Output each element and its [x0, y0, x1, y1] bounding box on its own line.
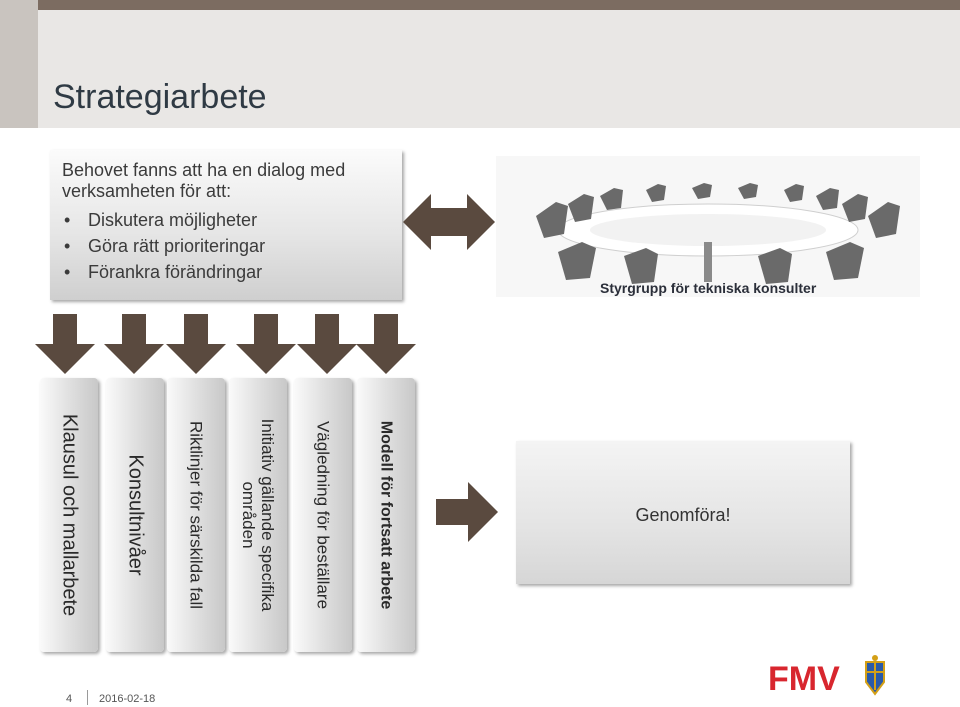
page-title: Strategiarbete: [53, 78, 267, 116]
title-bar: [38, 10, 960, 128]
page-number: 4: [66, 693, 73, 705]
outcome-label: Genomföra!: [635, 505, 731, 525]
down-arrow-icon: [166, 314, 226, 374]
double-arrow-icon: [403, 194, 495, 250]
column-modell: Modell för fortsatt arbete: [357, 378, 415, 652]
down-arrow-icon: [35, 314, 95, 374]
intro-bullet: Förankra förändringar: [62, 262, 345, 283]
column-label-line: Initiativ gällande specifika: [258, 418, 277, 612]
down-arrow-icon: [356, 314, 416, 374]
column-riktlinjer: Riktlinjer för särskilda fall: [167, 378, 225, 652]
column-label: Initiativ gällande specifika områden: [239, 419, 277, 612]
intro-line-1: Behovet fanns att ha en dialog med: [62, 160, 346, 180]
header-top-band: [38, 0, 960, 10]
column-konsultnivaer: Konsultnivåer: [106, 378, 164, 652]
down-arrow-icon: [104, 314, 164, 374]
intro-line-2: verksamheten för att:: [62, 181, 232, 201]
crest-icon: [865, 655, 885, 696]
column-label: Vägledning för beställare: [313, 420, 333, 610]
column-label: Riktlinjer för särskilda fall: [186, 421, 206, 609]
header-left-accent: [0, 0, 38, 128]
column-label-line: områden: [239, 481, 258, 549]
column-klausul: Klausul och mallarbete: [40, 378, 98, 652]
slide-date: 2016-02-18: [99, 693, 156, 705]
intro-text: Behovet fanns att ha en dialog med verks…: [62, 160, 345, 288]
right-arrow-icon: [436, 482, 498, 542]
footer-separator: [87, 690, 88, 705]
down-arrow-icon: [236, 314, 296, 374]
intro-box: Behovet fanns att ha en dialog med verks…: [50, 150, 402, 300]
fmv-logo: FMV: [768, 655, 885, 698]
down-arrow-icon: [297, 314, 357, 374]
intro-bullet-list: Diskutera möjligheter Göra rätt priorite…: [62, 210, 345, 283]
column-label: Klausul och mallarbete: [58, 413, 81, 617]
column-label: Konsultnivåer: [124, 454, 147, 576]
column-initiativ: Initiativ gällande specifika områden: [229, 378, 287, 652]
logo-text: FMV: [768, 660, 840, 698]
intro-bullet: Diskutera möjligheter: [62, 210, 345, 231]
intro-bullet: Göra rätt prioriteringar: [62, 236, 345, 257]
conference-table-photo: [496, 156, 920, 297]
outcome-box: Genomföra!: [516, 441, 850, 584]
photo-caption: Styrgrupp för tekniska konsulter: [600, 280, 817, 296]
column-vagledning: Vägledning för beställare: [294, 378, 352, 652]
column-label: Modell för fortsatt arbete: [377, 420, 395, 610]
